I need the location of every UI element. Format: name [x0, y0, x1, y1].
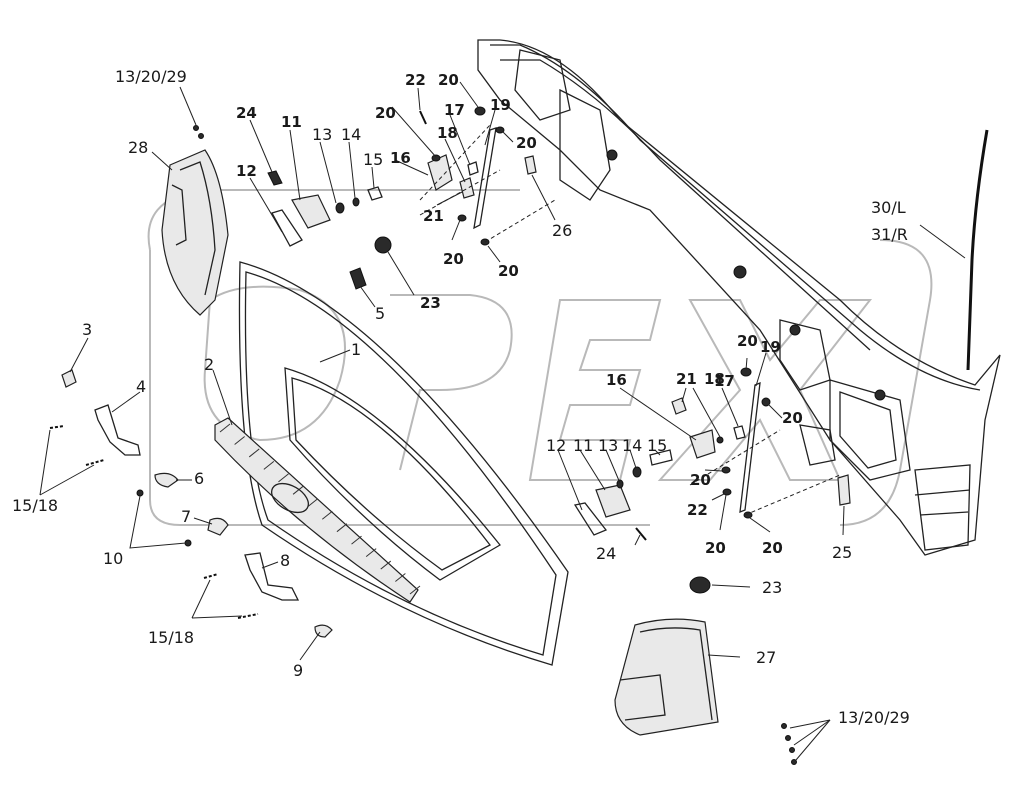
grille-slat — [336, 523, 348, 533]
callout-15-18-lower: 15/18 — [148, 628, 194, 647]
grille-slat — [234, 436, 245, 445]
callout-5: 5 — [375, 304, 385, 323]
grille-slat — [409, 585, 421, 595]
part-hinge-lower — [573, 367, 851, 594]
callout-14-lower: 14 — [622, 436, 642, 455]
callout-30-L: 30/L — [871, 198, 906, 217]
callout-6: 6 — [194, 469, 204, 488]
callout-12-lower: 12 — [546, 436, 566, 455]
callout-13-20-29-top: 13/20/29 — [115, 67, 187, 86]
grille-slat — [321, 510, 333, 520]
assembly-lines — [419, 124, 841, 516]
callout-16-lower: 16 — [606, 371, 627, 389]
callout-2: 2 — [204, 355, 214, 374]
callout-21-lower: 21 — [676, 370, 697, 388]
callout-11-upper: 11 — [281, 113, 302, 131]
part-fasteners-lower-right — [781, 723, 797, 765]
grille-slat — [351, 535, 362, 545]
part-side-trim-left — [161, 125, 229, 316]
callout-20-h: 20 — [690, 471, 711, 489]
callout-28: 28 — [128, 138, 148, 157]
callout-11-lower: 11 — [573, 436, 593, 455]
callout-18-lower: 18 — [704, 370, 725, 388]
callout-7: 7 — [181, 507, 191, 526]
callout-24-upper: 24 — [236, 104, 257, 122]
part-hinge-upper — [267, 106, 537, 290]
callout-19-upper: 19 — [490, 96, 511, 114]
part-grille — [214, 417, 421, 603]
callout-23-lower: 23 — [762, 578, 782, 597]
callout-labels: 13/20/29 28 24 11 13 14 15 12 16 21 22 2… — [12, 67, 910, 727]
callout-24-lower: 24 — [596, 544, 616, 563]
callout-16-upper: 16 — [390, 149, 411, 167]
callout-26: 26 — [552, 221, 572, 240]
grille-slat — [278, 473, 289, 483]
callout-19-lower: 19 — [760, 338, 781, 356]
grille-slat — [307, 498, 319, 508]
part-cab-frame — [477, 39, 1001, 556]
callout-20-d: 20 — [443, 250, 464, 268]
callout-4: 4 — [136, 377, 146, 396]
callout-20-b: 20 — [375, 104, 396, 122]
callout-9: 9 — [293, 661, 303, 680]
callout-22-upper: 22 — [405, 71, 426, 89]
callout-13-upper: 13 — [312, 125, 332, 144]
leader-lines — [39, 81, 966, 761]
callout-14-upper: 14 — [341, 125, 361, 144]
callout-10: 10 — [103, 549, 123, 568]
callout-8: 8 — [280, 551, 290, 570]
callout-25: 25 — [832, 543, 852, 562]
callout-20-f: 20 — [737, 332, 758, 350]
callout-15-upper: 15 — [363, 150, 383, 169]
grille-slat — [380, 560, 392, 570]
callout-20-a: 20 — [438, 71, 459, 89]
part-corner-trim — [614, 618, 719, 736]
callout-12-upper: 12 — [236, 162, 257, 180]
callout-21-upper: 21 — [423, 207, 444, 225]
callout-22-lower: 22 — [687, 501, 708, 519]
grille-slat — [219, 423, 231, 433]
grille-slat — [292, 485, 304, 495]
callout-31-R: 31/R — [871, 225, 908, 244]
callout-15-18-left: 15/18 — [12, 496, 58, 515]
callout-20-j: 20 — [762, 539, 783, 557]
callout-18-upper: 18 — [437, 124, 458, 142]
callout-17-lower: 17 — [714, 372, 735, 390]
part-weatherstrip — [966, 129, 989, 371]
callout-15-lower: 15 — [647, 436, 667, 455]
callout-1: 1 — [351, 340, 361, 359]
callout-13-20-29-lower: 13/20/29 — [838, 708, 910, 727]
callout-3: 3 — [82, 320, 92, 339]
callout-20-g: 20 — [782, 409, 803, 427]
callout-20-c: 20 — [516, 134, 537, 152]
grille-slat — [248, 448, 260, 458]
callout-17-upper: 17 — [444, 101, 465, 119]
callout-20-i: 20 — [705, 539, 726, 557]
grille-slat — [365, 548, 377, 558]
grille-slat — [395, 573, 406, 582]
part-small-pieces-left — [49, 369, 333, 638]
callout-20-e: 20 — [498, 262, 519, 280]
callout-23-upper: 23 — [420, 294, 441, 312]
callout-13-lower: 13 — [598, 436, 618, 455]
part-front-panel — [238, 261, 569, 666]
grille-slat — [263, 460, 275, 470]
callout-27: 27 — [756, 648, 776, 667]
